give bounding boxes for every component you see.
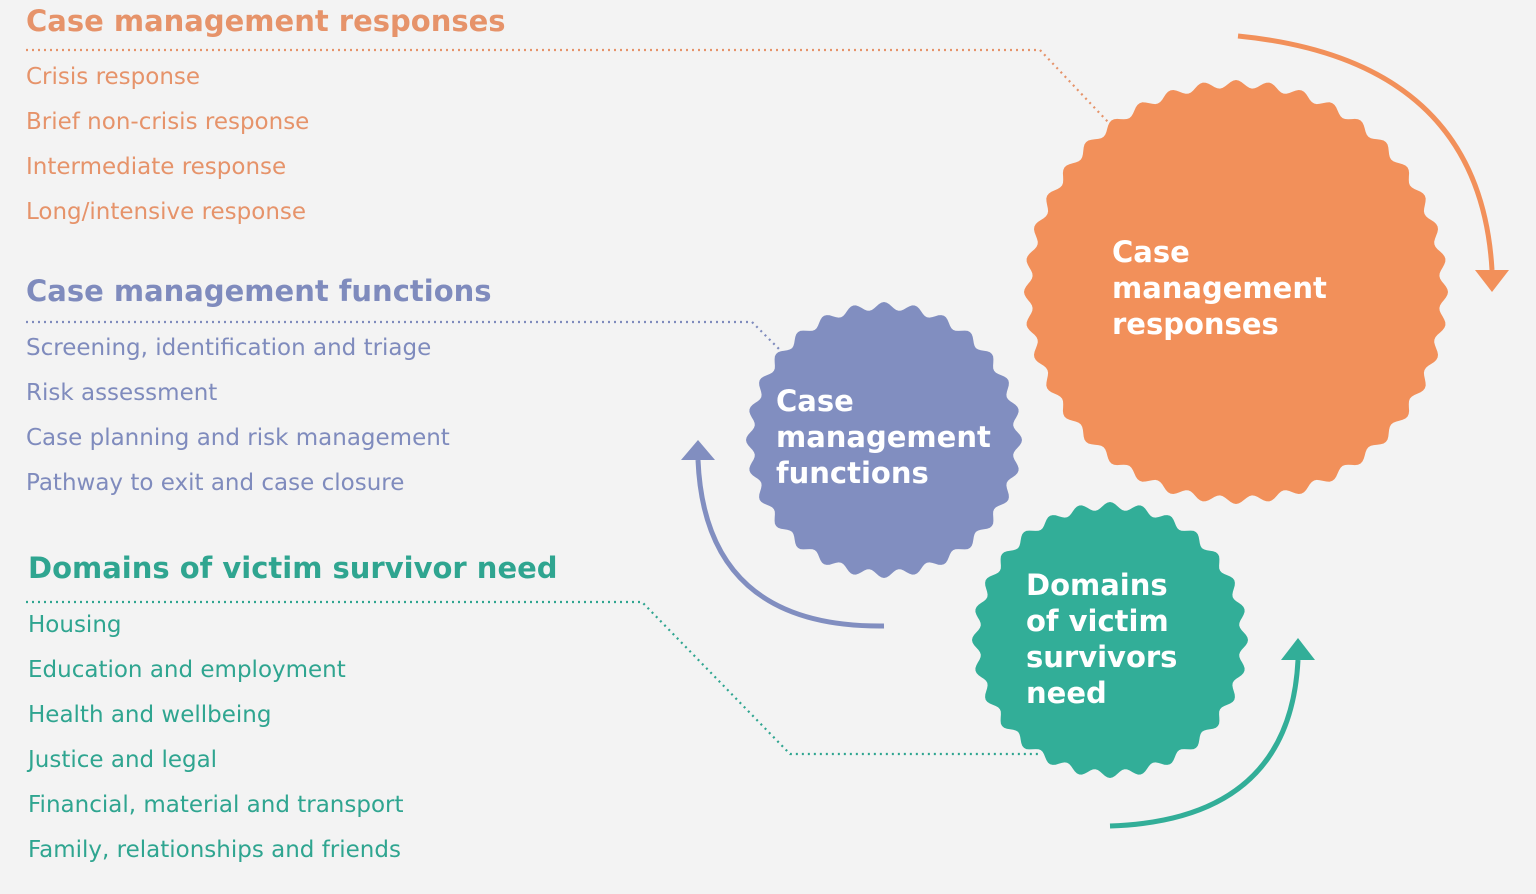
domains-badge	[972, 502, 1248, 778]
functions-connector	[26, 320, 783, 353]
domains-item: Education and employment	[28, 657, 346, 683]
domains-section-title: Domains of victim survivor need	[28, 551, 558, 585]
responses-section-title: Case management responses	[26, 4, 506, 38]
responses-item: Crisis response	[26, 64, 201, 90]
functions-section-title: Case management functions	[26, 274, 492, 308]
functions-item: Pathway to exit and case closure	[26, 470, 405, 496]
domains-connector	[26, 600, 1040, 756]
functions-badge-label: Case management functions	[776, 384, 991, 490]
functions-badge	[746, 302, 1022, 578]
responses-item: Long/intensive response	[26, 199, 307, 225]
responses-item: Intermediate response	[26, 154, 287, 180]
domains-item: Housing	[28, 612, 122, 638]
domains-item: Financial, material and transport	[28, 792, 404, 818]
domains-item: Justice and legal	[28, 747, 218, 773]
teal-cycle-arrow	[1109, 638, 1315, 829]
responses-badge	[1024, 80, 1448, 504]
responses-badge-label: Case management responses	[1112, 235, 1327, 341]
functions-item: Case planning and risk management	[26, 425, 450, 451]
purple-cycle-arrow	[681, 440, 885, 629]
domains-item: Family, relationships and friends	[28, 837, 401, 863]
domains-item: Health and wellbeing	[28, 702, 272, 728]
responses-item: Brief non-crisis response	[26, 109, 310, 135]
functions-item: Screening, identification and triage	[26, 335, 432, 361]
functions-item: Risk assessment	[26, 380, 218, 406]
responses-connector	[26, 48, 1109, 123]
domains-badge-label: Domains of victim survivors need	[1026, 568, 1178, 710]
orange-cycle-arrow	[1237, 33, 1509, 292]
